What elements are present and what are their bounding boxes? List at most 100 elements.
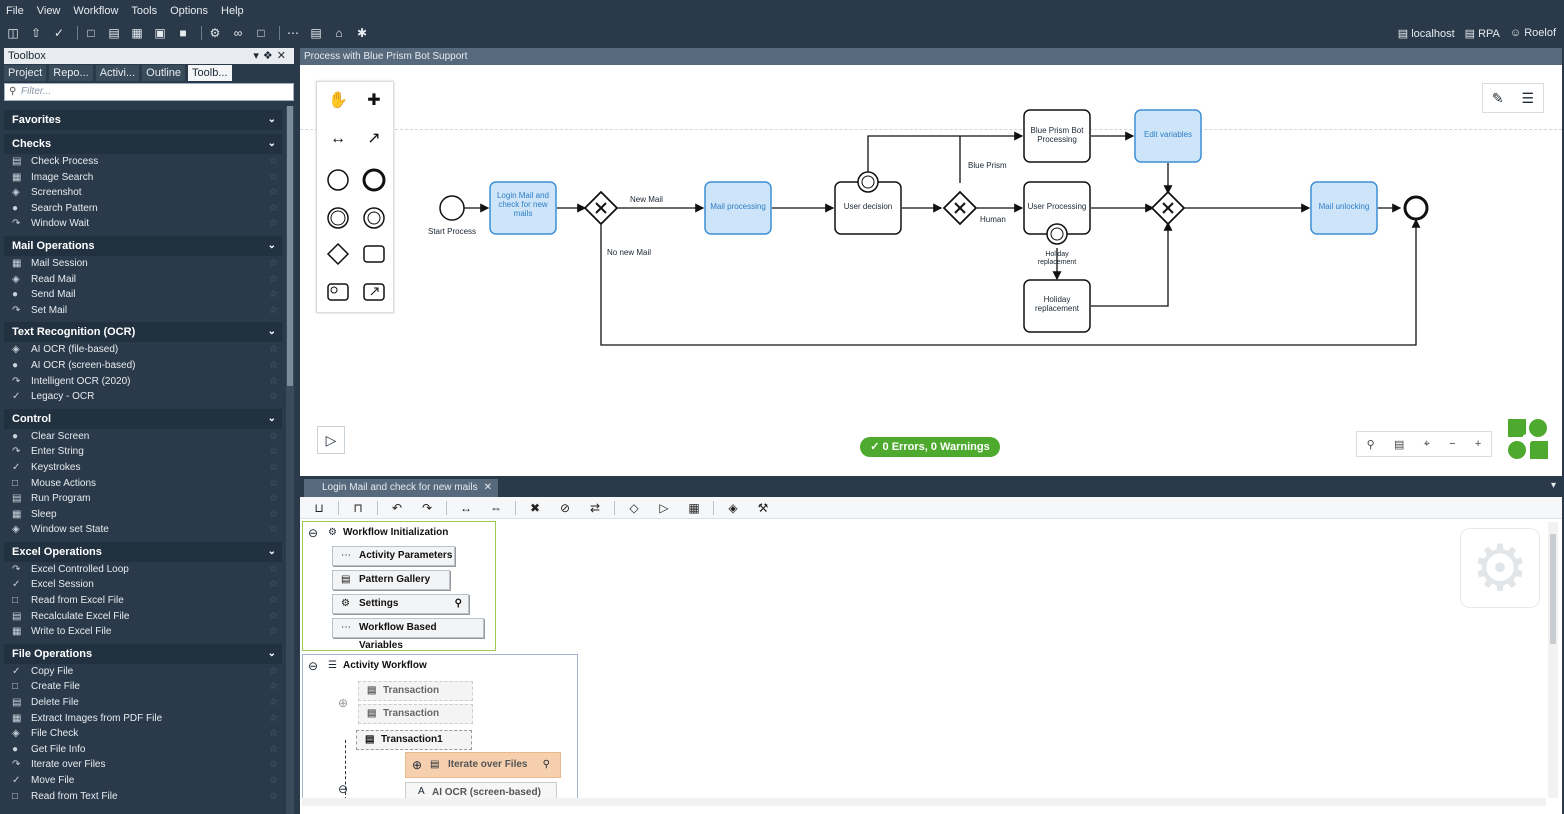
diagram-canvas[interactable]: ✋ ✚ ↔ ↗ [300, 65, 1562, 476]
menu-view[interactable]: View [36, 5, 61, 17]
chevron-down-icon[interactable]: ⌄ [267, 239, 276, 251]
toolbox-item[interactable]: ↷Window Wait☆ [4, 216, 282, 232]
collapse-icon[interactable]: ⊖ [338, 782, 349, 796]
map-icon[interactable]: ▤ [1393, 438, 1405, 451]
toolbox-item[interactable]: ▦Write to Excel File☆ [4, 624, 282, 640]
chevron-down-icon[interactable]: ▾ [1550, 480, 1556, 491]
category-text-recognition-ocr[interactable]: Text Recognition (OCR)⌄ [4, 322, 282, 343]
close-icon[interactable]: ✕ [483, 482, 493, 493]
spark-icon[interactable]: ✱ [356, 26, 368, 40]
center-icon[interactable]: ⌖ [1423, 437, 1430, 450]
favorite-star-icon[interactable]: ☆ [269, 728, 278, 740]
vertical-scrollbar[interactable] [1548, 522, 1558, 798]
document-icon[interactable]: ▣ [154, 26, 166, 40]
pin-icon[interactable]: ❖ [262, 50, 277, 62]
toolbox-item[interactable]: ●Send Mail☆ [4, 287, 282, 303]
start-event-icon[interactable] [325, 168, 351, 194]
favorite-star-icon[interactable]: ☆ [269, 493, 278, 505]
favorite-star-icon[interactable]: ☆ [269, 171, 278, 183]
chevron-down-icon[interactable]: ⌄ [267, 326, 276, 338]
file-icon[interactable]: □ [257, 26, 265, 40]
chevron-down-icon[interactable]: ⌄ [267, 647, 276, 659]
pin-icon[interactable]: ⚲ [542, 759, 550, 770]
favorite-star-icon[interactable]: ☆ [269, 743, 278, 755]
toolbox-item[interactable]: ✓Move File☆ [4, 773, 282, 789]
toolbox-item[interactable]: ▤Delete File☆ [4, 695, 282, 711]
toolbox-item[interactable]: □Read from Text File☆ [4, 789, 282, 805]
toolbox-item[interactable]: ◈Screenshot☆ [4, 185, 282, 201]
search-icon[interactable]: ⚲ [1366, 438, 1375, 451]
menu-workflow[interactable]: Workflow [73, 5, 119, 17]
favorite-star-icon[interactable]: ☆ [269, 712, 278, 724]
toolbox-item[interactable]: ▤Recalculate Excel File☆ [4, 609, 282, 625]
code-icon[interactable]: ◇ [629, 500, 639, 515]
toolbox-item[interactable]: ●Get File Info☆ [4, 742, 282, 758]
validation-status[interactable]: ✓ 0 Errors, 0 Warnings [860, 437, 1000, 457]
task-login[interactable] [489, 181, 557, 235]
favorite-star-icon[interactable]: ☆ [269, 681, 278, 693]
transaction1[interactable]: ▤Transaction1 [356, 730, 472, 750]
toolbox-item[interactable]: □Mouse Actions☆ [4, 476, 282, 492]
category-checks[interactable]: Checks⌄ [4, 134, 282, 154]
connect-tool-icon[interactable]: ↗ [367, 130, 381, 147]
favorite-star-icon[interactable]: ☆ [269, 391, 278, 403]
menu-file[interactable]: File [6, 5, 24, 17]
server-indicator[interactable]: ▤ localhost [1397, 27, 1455, 40]
favorite-star-icon[interactable]: ☆ [269, 187, 278, 199]
wrench-icon[interactable]: ⚒ [757, 500, 769, 515]
redo-icon[interactable]: ↷ [421, 500, 433, 515]
toolbox-item[interactable]: ▦Extract Images from PDF File☆ [4, 711, 282, 727]
toolbox-item[interactable]: ●AI OCR (screen-based)☆ [4, 358, 282, 374]
run-button[interactable]: ▷ [317, 426, 345, 454]
toolbox-item[interactable]: ▤Run Program☆ [4, 491, 282, 507]
check-icon[interactable]: ✓ [53, 26, 65, 40]
toolbox-item[interactable]: ◈Read Mail☆ [4, 272, 282, 288]
robot-icon[interactable]: ◈ [728, 500, 738, 515]
task-bp-processing[interactable] [1023, 109, 1091, 163]
tab-repository[interactable]: Repo... [49, 65, 93, 81]
favorite-star-icon[interactable]: ☆ [269, 697, 278, 709]
tab-project[interactable]: Project [4, 65, 47, 81]
toolbox-item[interactable]: ●Search Pattern☆ [4, 201, 282, 217]
lasso-tool-icon[interactable]: ✚ [367, 92, 381, 109]
brush-icon[interactable]: ✎ [1491, 89, 1504, 106]
favorite-star-icon[interactable]: ☆ [269, 257, 278, 269]
toolbox-item[interactable]: ▦Image Search☆ [4, 170, 282, 186]
menu-help[interactable]: Help [221, 5, 244, 17]
dropdown-icon[interactable]: ▾ [253, 50, 263, 62]
tab-outline[interactable]: Outline [142, 65, 186, 81]
toolbox-item[interactable]: ◈Window set State☆ [4, 522, 282, 538]
flow-alt-icon[interactable]: ⊓ [353, 500, 363, 515]
toolbox-item[interactable]: ↷Enter String☆ [4, 444, 282, 460]
save-icon[interactable]: ◫ [7, 26, 19, 40]
favorite-star-icon[interactable]: ☆ [269, 156, 278, 167]
hand-tool-icon[interactable]: ✋ [328, 92, 348, 109]
start-event[interactable] [439, 195, 465, 221]
favorite-star-icon[interactable]: ☆ [269, 359, 278, 371]
toolbox-item[interactable]: ●Clear Screen☆ [4, 429, 282, 445]
tab-toolbox[interactable]: Toolb... [188, 65, 232, 81]
gateway-icon[interactable] [325, 242, 351, 268]
collapse-icon[interactable]: ⊖ [308, 526, 319, 540]
pin-icon[interactable]: ⚲ [454, 598, 462, 609]
favorite-star-icon[interactable]: ☆ [269, 273, 278, 285]
category-control[interactable]: Control⌄ [4, 408, 282, 429]
chevron-down-icon[interactable]: ⌄ [267, 114, 276, 125]
menu-tools[interactable]: Tools [131, 5, 158, 17]
favorite-star-icon[interactable]: ☆ [269, 579, 278, 591]
favorite-star-icon[interactable]: ☆ [269, 477, 278, 489]
tab-login-mail[interactable]: Login Mail and check for new mails✕ [304, 479, 499, 497]
filter-input[interactable]: ⚲Filter... [4, 83, 294, 101]
monitor-icon[interactable]: ▤ [310, 26, 322, 40]
hierarchy-icon[interactable]: ⋯ [287, 26, 299, 40]
favorite-star-icon[interactable]: ☆ [269, 461, 278, 473]
favorite-star-icon[interactable]: ☆ [269, 775, 278, 786]
user-indicator[interactable]: ☺ Roelof [1509, 27, 1556, 39]
panel-splitter[interactable] [294, 48, 300, 814]
transaction-b[interactable]: ▤Transaction [358, 704, 473, 724]
new-document-icon[interactable]: □ [87, 26, 95, 40]
toolbox-item[interactable]: ◈File Check☆ [4, 726, 282, 742]
favorite-star-icon[interactable]: ☆ [269, 524, 278, 536]
favorite-star-icon[interactable]: ☆ [269, 790, 278, 802]
toolbox-item[interactable]: ✓Legacy - OCR☆ [4, 389, 282, 405]
